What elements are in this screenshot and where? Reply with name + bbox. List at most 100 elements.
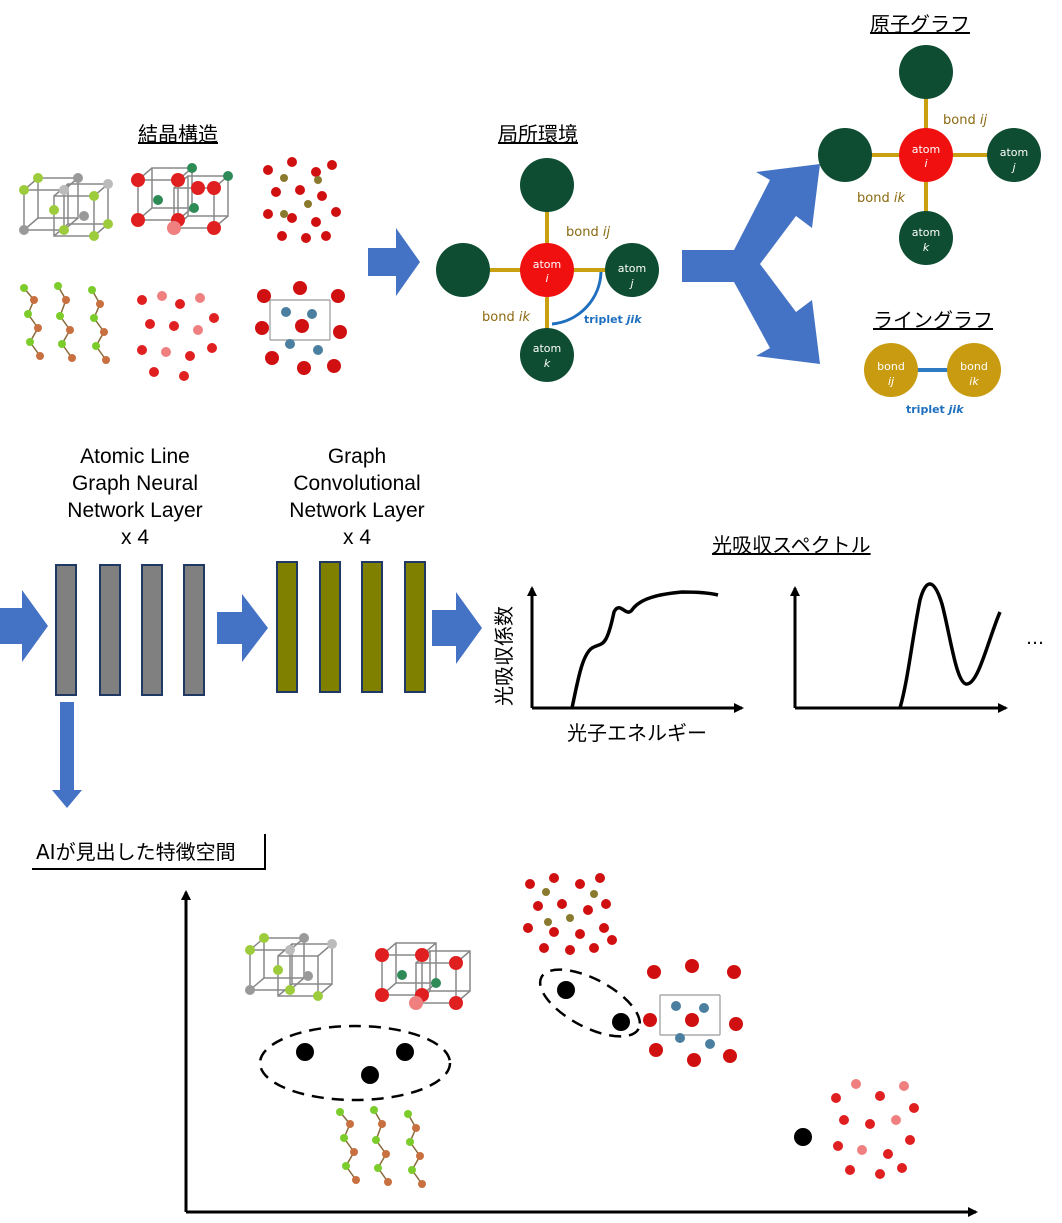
graph-atom-j-label: atom: [1000, 146, 1029, 159]
crystal-chain-green: [20, 282, 110, 364]
local-atom-i-index: i: [545, 272, 548, 285]
atom-graph: atom i atom j atom k bond ij bond ik: [818, 45, 1041, 265]
line-node-ij: [864, 343, 918, 397]
graph-bond-ij-label: bond ij: [943, 113, 987, 128]
local-atom-k: [520, 328, 574, 382]
local-atom-j: [605, 243, 659, 297]
local-triplet-label: triplet jik: [584, 313, 642, 326]
feature-point: [557, 981, 575, 999]
gcn-layer-title: Graph Convolutional Network Layer x 4: [262, 443, 452, 551]
crystal-red-molecular: [137, 291, 219, 381]
local-bond-ij-suffix: ij: [603, 225, 611, 240]
graph-atom-k-label: atom: [912, 226, 941, 239]
spectrum-heading: 光吸収スペクトル: [712, 533, 871, 557]
crystal-structure-heading: 結晶構造: [138, 122, 218, 146]
feature-thumb-red-cubic: [375, 942, 471, 1010]
arrow-gcn-to-spectrum: [432, 592, 482, 664]
graph-bond-ij-prefix: bond: [943, 113, 980, 128]
gcn-layer-2: [319, 561, 341, 693]
alignn-layer-1: [55, 564, 77, 696]
graph-atom-j-index: j: [1010, 161, 1016, 174]
line-node-ij-label: bond: [877, 360, 905, 373]
alignn-layer-2: [99, 564, 121, 696]
line-graph: bond ij bond ik triplet jik: [864, 343, 1001, 416]
graph-bond-ik-prefix: bond: [857, 191, 894, 206]
alignn-layers: [55, 564, 205, 696]
crystal-red-olive: [263, 157, 341, 243]
gcn-layer-title-text: Graph Convolutional Network Layer x 4: [289, 445, 425, 549]
local-atom-j-label: atom: [618, 262, 647, 275]
gcn-layer-4: [404, 561, 426, 693]
alignn-layer-4: [183, 564, 205, 696]
line-triplet-label: triplet jik: [906, 403, 964, 416]
local-atom-top: [520, 158, 574, 212]
arrow-down-feature: [52, 702, 82, 808]
feature-point: [361, 1066, 379, 1084]
alignn-layer-3: [141, 564, 163, 696]
feature-space-plot: [181, 873, 978, 1217]
graph-bond-ij-suffix: ij: [980, 113, 988, 128]
line-node-ik-label: bond: [960, 360, 988, 373]
graph-atom-top: [899, 45, 953, 99]
local-atom-k-label: atom: [533, 342, 562, 355]
feature-thumb-green-gray: [245, 933, 337, 1001]
line-node-ik: [947, 343, 1001, 397]
feature-thumb-red-molecular: [831, 1079, 919, 1179]
feature-point: [612, 1013, 630, 1031]
local-atom-left: [436, 243, 490, 297]
gcn-layer-3: [361, 561, 383, 693]
local-atom-j-index: j: [628, 277, 634, 290]
local-atom-i-label: atom: [533, 258, 562, 271]
local-bond-ij-label: bond ij: [566, 225, 610, 240]
gcn-layer-1: [276, 561, 298, 693]
graph-atom-j: [987, 128, 1041, 182]
graph-atom-left: [818, 128, 872, 182]
feature-space-title: AIが見出した特徴空間: [32, 834, 266, 870]
alignn-layer-title-text: Atomic Line Graph Neural Network Layer x…: [67, 445, 203, 549]
graph-bond-ik-label: bond ik: [857, 191, 905, 206]
arrow-split: [682, 164, 820, 364]
gcn-layers: [276, 561, 426, 693]
feature-thumb-chain-green: [336, 1106, 426, 1188]
local-atom-i: [520, 243, 574, 297]
arrow-crystal-to-local: [368, 228, 420, 296]
spectrum-curve-2: [898, 582, 1002, 709]
spectrum-xlabel: 光子エネルギー: [567, 721, 707, 745]
local-bond-ik-prefix: bond: [482, 310, 519, 325]
line-triplet-suffix: jik: [947, 403, 965, 416]
spectrum-curve-1: [570, 590, 719, 709]
spectrum-plot-1: 光吸収係数 光子エネルギー: [492, 586, 744, 745]
feature-thumb-blue-red: [643, 959, 743, 1067]
graph-atom-i-label: atom: [912, 143, 941, 156]
local-bond-ik-suffix: ik: [519, 310, 531, 325]
local-bond-ij-prefix: bond: [566, 225, 603, 240]
cluster-2-ellipse: [538, 968, 642, 1038]
line-node-ij-index: ij: [888, 375, 895, 388]
local-atom-k-index: k: [544, 357, 551, 370]
spectrum-plot-2: [790, 582, 1008, 713]
crystal-red-cubic: [131, 163, 233, 235]
feature-thumb-red-olive: [523, 873, 617, 955]
alignn-layer-title: Atomic Line Graph Neural Network Layer x…: [40, 443, 230, 551]
line-graph-heading: ライングラフ: [873, 308, 993, 332]
local-bond-ik-label: bond ik: [482, 310, 530, 325]
graph-atom-k-index: k: [923, 241, 930, 254]
feature-point: [296, 1043, 314, 1061]
local-environment-heading: 局所環境: [498, 122, 578, 146]
graph-bond-ik-suffix: ik: [894, 191, 906, 206]
line-triplet-prefix: triplet: [906, 403, 949, 416]
graph-atom-i-index: i: [924, 157, 927, 170]
atom-graph-heading: 原子グラフ: [870, 12, 970, 36]
local-triplet-prefix: triplet: [584, 313, 627, 326]
crystal-blue-red: [255, 281, 347, 375]
arrow-alignn-to-gcn: [217, 594, 268, 662]
crystal-green-gray: [19, 173, 113, 241]
local-triplet-suffix: jik: [625, 313, 643, 326]
arrow-input: [0, 590, 48, 662]
graph-atom-i: [899, 128, 953, 182]
feature-point: [794, 1128, 812, 1146]
more-spectra-ellipsis: …: [1026, 628, 1044, 649]
local-environment: atom i atom j atom k bond ij bond ik tri…: [436, 158, 659, 382]
feature-point: [396, 1043, 414, 1061]
